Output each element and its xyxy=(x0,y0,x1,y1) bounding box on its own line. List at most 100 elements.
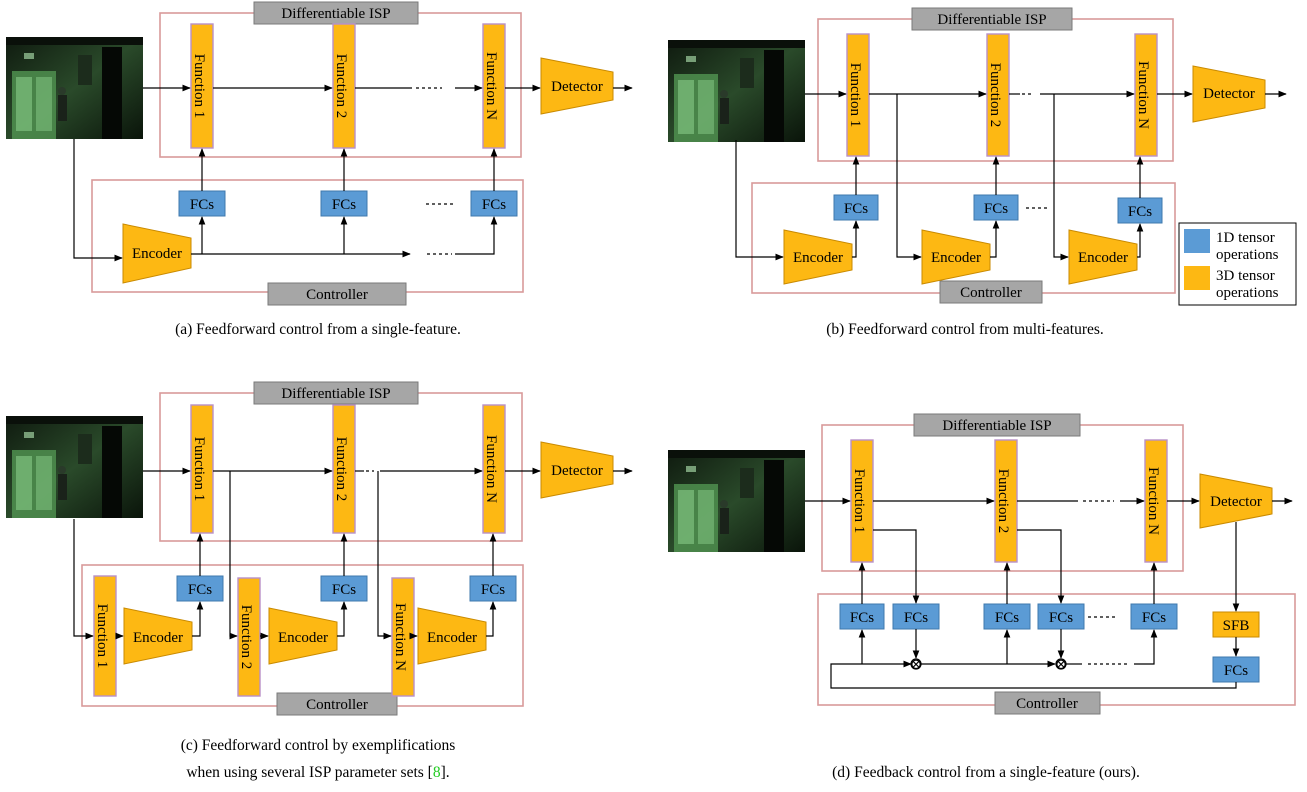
legend-1d-line2: operations xyxy=(1216,247,1279,263)
isp-label-box-b xyxy=(911,7,1073,31)
function-n-block-c xyxy=(482,404,506,534)
isp-label-c: Differentiable ISP xyxy=(281,386,390,402)
controller-label-box-d xyxy=(994,691,1101,715)
fcs-box-n-b xyxy=(1117,197,1163,224)
controller-label-c: Controller xyxy=(306,697,368,713)
legend-swatch-1d xyxy=(1184,229,1210,253)
detector-label-b: Detector xyxy=(1203,86,1255,102)
panel-a: Differentiable ISP Controller Function 1… xyxy=(6,1,633,338)
fcs-label-1-b: FCs xyxy=(844,201,868,217)
legend-3d-line2: operations xyxy=(1216,285,1279,301)
encoder-label-a: Encoder xyxy=(132,246,182,262)
isp-label-box-c xyxy=(253,381,419,405)
fcs-box-n-d xyxy=(1130,603,1178,630)
caption-d: (d) Feedback control from a single-featu… xyxy=(832,764,1140,781)
fcs-box-1-d xyxy=(839,603,885,630)
fcs-label-n-b: FCs xyxy=(1128,204,1152,220)
controller-label-box-a xyxy=(267,282,407,306)
function-2-label-b: Function 2 xyxy=(987,63,1003,128)
function-1-label-b: Function 1 xyxy=(847,63,863,128)
function-n-block-b xyxy=(1134,33,1158,157)
function-2-block-c xyxy=(332,404,356,534)
panel-b: Differentiable ISP Controller Function 1… xyxy=(668,7,1297,338)
function-1-block-c xyxy=(190,404,214,534)
function-2-block-a xyxy=(332,23,356,149)
isp-label-d: Differentiable ISP xyxy=(942,418,1051,434)
fcs-label-mod-1-d: FCs xyxy=(904,610,928,626)
controller-label-a: Controller xyxy=(306,287,368,303)
fcs-box-1-b xyxy=(833,194,879,221)
input-image-a xyxy=(6,37,143,139)
input-image-d xyxy=(668,450,805,552)
controller-label-d: Controller xyxy=(1016,696,1078,712)
caption-c-line2: when using several ISP parameter sets [8… xyxy=(186,764,449,781)
fcs-label-1-c: FCs xyxy=(188,582,212,598)
caption-a: (a) Feedforward control from a single-fe… xyxy=(175,321,461,338)
fcs-label-n-c: FCs xyxy=(481,582,505,598)
controller-label-b: Controller xyxy=(960,285,1022,301)
fcs-box-n-a xyxy=(470,190,518,217)
function-n-label-d: Function N xyxy=(1145,467,1161,535)
legend-1d-line1: 1D tensor xyxy=(1216,230,1275,246)
encoder-block-n-c xyxy=(417,607,487,665)
fcs-label-feedback-d: FCs xyxy=(1224,663,1248,679)
multiply-symbol-1: ⊗ xyxy=(910,657,923,673)
fcs-label-mod-2-d: FCs xyxy=(1049,610,1073,626)
function-1-label-c: Function 1 xyxy=(191,437,207,502)
fcs-label-1-a: FCs xyxy=(190,197,214,213)
isp-label-a: Differentiable ISP xyxy=(281,6,390,22)
encoder-label-n-c: Encoder xyxy=(427,630,477,646)
detector-block-d xyxy=(1199,473,1273,529)
function-2-label-d: Function 2 xyxy=(995,469,1011,534)
encoder-label-2-b: Encoder xyxy=(931,250,981,266)
function-n-label-b: Function N xyxy=(1135,61,1151,129)
controller-label-box-c xyxy=(276,692,398,716)
legend-3d-line1: 3D tensor xyxy=(1216,268,1275,284)
function-2-block-b xyxy=(986,33,1010,157)
encoder-label-1-b: Encoder xyxy=(793,250,843,266)
function-n-label-c: Function N xyxy=(483,435,499,503)
isp-label-box-d xyxy=(913,413,1081,437)
fcs-label-2-b: FCs xyxy=(984,201,1008,217)
fcs-label-1-d: FCs xyxy=(850,610,874,626)
fcs-label-2-a: FCs xyxy=(332,197,356,213)
legend: 1D tensor operations 3D tensor operation… xyxy=(1178,222,1297,306)
encoder-block-2-c xyxy=(268,607,338,665)
detector-block-b xyxy=(1192,65,1266,123)
detector-label-c: Detector xyxy=(551,463,603,479)
encoder-label-2-c: Encoder xyxy=(278,630,328,646)
panel-c: Differentiable ISP Controller Function 1… xyxy=(6,381,633,781)
encoder-block-1-c xyxy=(123,607,193,665)
caption-b: (b) Feedforward control from multi-featu… xyxy=(826,321,1104,338)
function-2-label-c: Function 2 xyxy=(333,437,349,502)
function-n-label-a: Function N xyxy=(483,52,499,120)
fcs-box-2-a xyxy=(320,190,368,217)
fcs-label-2-c: FCs xyxy=(332,582,356,598)
fcs-label-n-d: FCs xyxy=(1142,610,1166,626)
function-1-label-a: Function 1 xyxy=(191,54,207,119)
caption-c-line2-pre: when using several ISP parameter sets [ xyxy=(186,764,433,781)
controller-function-2-label-c: Function 2 xyxy=(238,605,254,670)
encoder-block-1-b xyxy=(783,229,853,285)
input-image-b xyxy=(668,40,805,142)
detector-label-a: Detector xyxy=(551,79,603,95)
encoder-block-a xyxy=(122,223,192,284)
caption-c-line2-post: ]. xyxy=(441,764,450,781)
detector-label-d: Detector xyxy=(1210,494,1262,510)
encoder-label-1-c: Encoder xyxy=(133,630,183,646)
citation-link[interactable]: 8 xyxy=(433,764,441,781)
fcs-box-2-d xyxy=(983,603,1031,630)
function-1-block-b xyxy=(846,33,870,157)
encoder-block-2-b xyxy=(921,229,991,285)
fcs-box-mod-2-d xyxy=(1037,603,1085,630)
controller-function-1-label-c: Function 1 xyxy=(94,604,110,669)
caption-c-line1: (c) Feedforward control by exemplificati… xyxy=(181,737,456,754)
fcs-box-feedback-d xyxy=(1212,656,1260,683)
input-image-c xyxy=(6,416,143,518)
function-2-label-a: Function 2 xyxy=(333,54,349,119)
function-1-label-d: Function 1 xyxy=(851,469,867,534)
fcs-label-2-d: FCs xyxy=(995,610,1019,626)
isp-label-b: Differentiable ISP xyxy=(937,12,1046,28)
controller-function-n-label-c: Function N xyxy=(392,603,408,671)
